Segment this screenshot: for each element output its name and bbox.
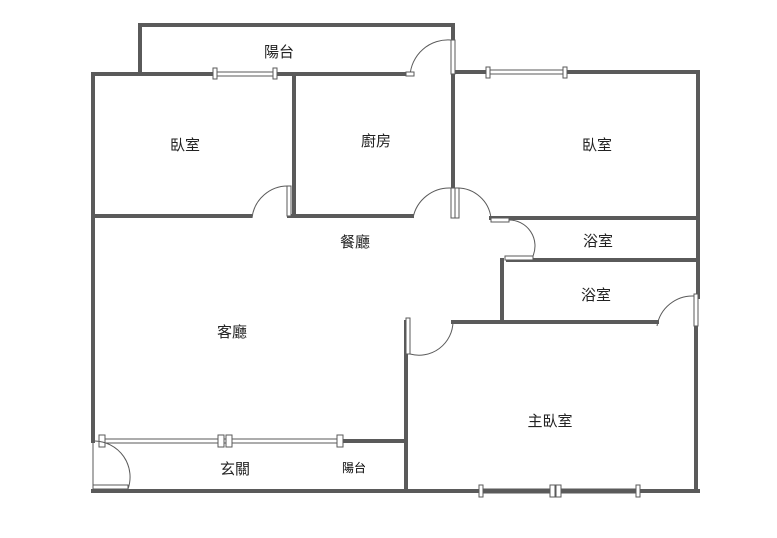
door-leaf [693, 293, 699, 327]
door-bath-lower [656, 293, 699, 327]
doors [92, 39, 699, 490]
window-frame [272, 67, 278, 80]
window-frame [225, 434, 233, 448]
door-leaf [490, 217, 510, 223]
label-living: 客廳 [217, 323, 247, 341]
door-leaf [405, 317, 411, 355]
door-bedroom-left [251, 185, 292, 219]
door-swing [409, 321, 454, 356]
door-swing [409, 39, 452, 77]
door-swing [412, 187, 452, 219]
door-leaf [454, 187, 460, 219]
label-bath-upper: 浴室 [583, 232, 613, 250]
door-kitchen [412, 187, 456, 219]
label-bedroom-right: 臥室 [582, 136, 612, 154]
door-swing [508, 219, 536, 257]
door-swing [656, 295, 695, 327]
label-bath-lower: 浴室 [581, 286, 611, 304]
label-entrance: 玄關 [220, 460, 250, 478]
door-jamb [504, 255, 534, 261]
label-master-bedroom: 主臥室 [527, 412, 572, 430]
door-entrance [92, 440, 131, 490]
window-frame [549, 484, 556, 498]
room-labels: 陽台 臥室 廚房 臥室 餐廳 浴室 浴室 客廳 主臥室 玄關 陽台 [170, 43, 613, 478]
door-jamb [92, 484, 129, 490]
window-frame [478, 484, 484, 498]
windows [98, 66, 641, 498]
window-frame [485, 66, 491, 79]
door-master [405, 317, 454, 356]
label-bedroom-left: 臥室 [170, 136, 200, 154]
door-leaf [450, 39, 456, 75]
window-frame [336, 434, 344, 448]
window-frame [212, 67, 218, 80]
door-leaf [450, 187, 456, 219]
door-balcony-top [405, 39, 456, 77]
window-frame [217, 434, 225, 448]
door-swing [251, 185, 290, 219]
door-bedroom-right [454, 187, 492, 219]
label-kitchen: 廚房 [361, 132, 391, 150]
door-swing [456, 187, 492, 219]
balcony-top-wall [138, 23, 455, 76]
window-frame [555, 484, 562, 498]
door-leaf [286, 185, 292, 217]
label-dining: 餐廳 [340, 233, 370, 251]
walls [91, 23, 700, 493]
door-swing [94, 440, 131, 490]
label-balcony-bottom: 陽台 [342, 460, 366, 475]
window-frame [562, 66, 568, 79]
label-balcony-top: 陽台 [264, 43, 294, 61]
window-frame [635, 484, 641, 498]
door-bath-upper [490, 217, 536, 261]
door-jamb [405, 71, 415, 77]
